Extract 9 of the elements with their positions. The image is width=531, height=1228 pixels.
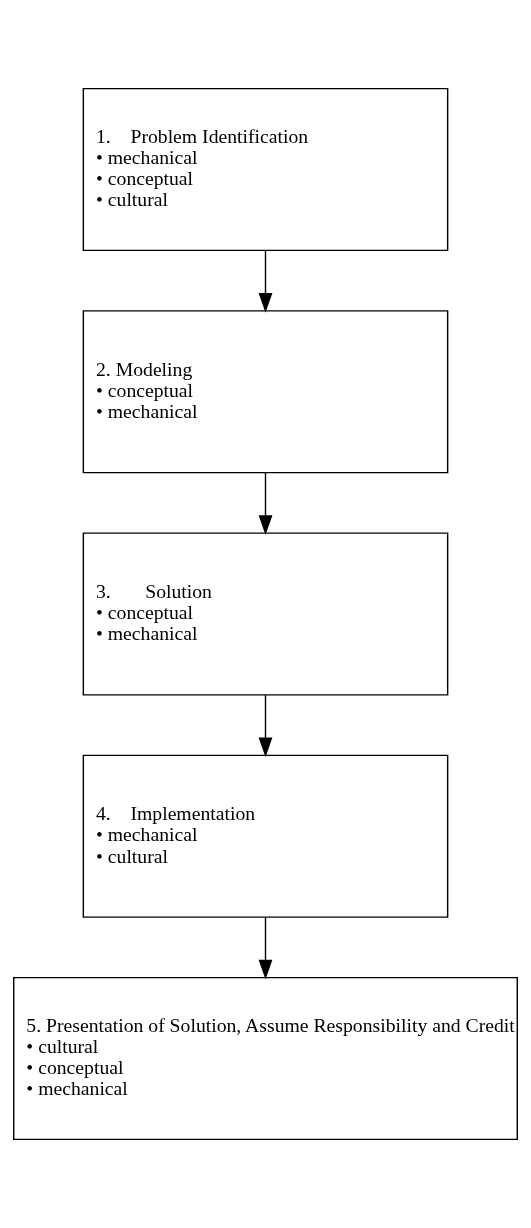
arrow [258, 472, 273, 535]
node-box: 3. Solution • conceptual • mechanical [82, 532, 449, 696]
node-box: 5. Presentation of Solution, Assume Responsibility and Credit • cultural • conceptual • mechanical [13, 976, 518, 1141]
node-box: 4. Implementation • mechanical • cultural [82, 754, 449, 918]
node-box: 2. Modeling • conceptual • mechanical [82, 310, 449, 474]
arrow [258, 694, 273, 758]
arrow [258, 250, 273, 313]
node-box: 1. Problem Identification • mechanical • conceptual • cultural [82, 87, 449, 252]
arrow [258, 916, 273, 980]
